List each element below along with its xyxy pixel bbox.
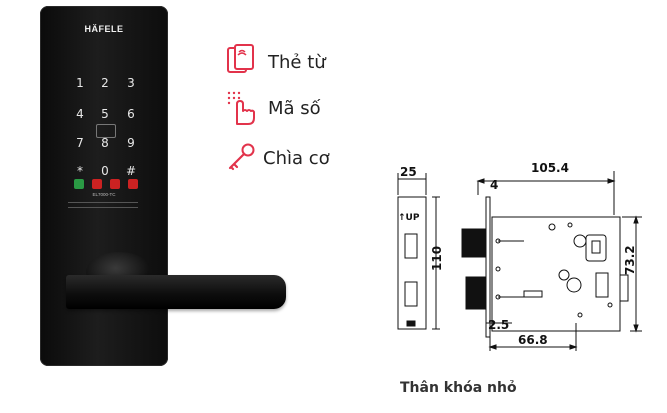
keypad-key[interactable]: 2 [101,76,109,90]
model-label: EL7000-TC [92,192,116,197]
status-led-red [128,179,138,189]
keypad-key[interactable]: 4 [76,107,84,121]
status-led-red [110,179,120,189]
panel-strip [68,202,138,208]
brand-logo: HÄFELE [84,24,124,34]
keypad-key[interactable]: * [77,164,83,178]
up-mark: ↑UP [398,213,420,223]
status-led-red [92,179,102,189]
keypad-key[interactable]: 7 [76,136,84,150]
keypad-key[interactable]: 8 [101,136,109,150]
feature-label-code: Mã số [268,98,321,119]
keypad-key[interactable]: 3 [127,76,135,90]
keypad-key[interactable]: 1 [76,76,84,90]
diagram-caption: Thân khóa nhỏ [400,380,517,396]
lever-handle [66,275,286,309]
card-icon [227,44,254,73]
status-led-green [74,179,84,189]
dim-faceplate-width: 25 [400,165,417,179]
dim-case-height: 73.2 [623,245,637,275]
key-icon [228,143,255,171]
dim-case-width: 66.8 [518,333,548,347]
keypad-key[interactable]: # [125,164,137,178]
dim-offset: 2.5 [488,318,510,332]
keypad-key[interactable]: 0 [101,164,109,178]
keypad-key[interactable]: 5 [101,107,109,121]
dim-thickness: 4 [490,178,499,192]
card-reader-icon [96,124,116,138]
feature-label-card: Thẻ từ [268,52,326,73]
keypad-key[interactable]: 6 [127,107,135,121]
lock-front-panel: HÄFELE 1 2 3 4 5 6 7 8 9 * 0 # EL7000-TC [40,6,168,366]
dim-backset-total: 105.4 [531,161,569,175]
feature-label-key: Chìa cơ [263,148,330,169]
dim-faceplate-height: 110 [430,245,444,271]
keypad-key[interactable]: 9 [127,136,135,150]
mortise-drawing [397,171,642,351]
keypad-touch-icon [227,91,255,125]
